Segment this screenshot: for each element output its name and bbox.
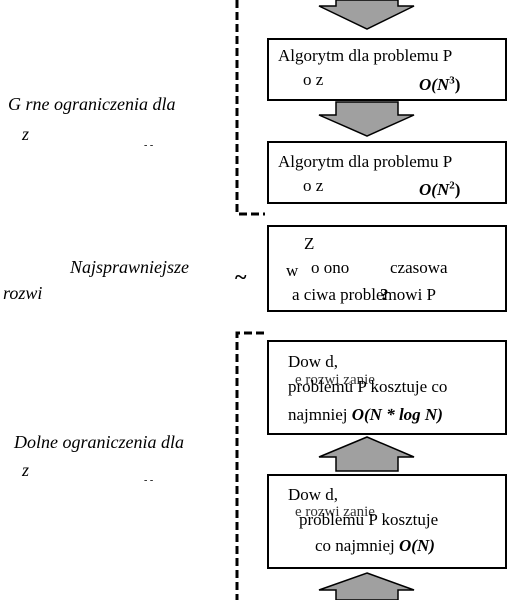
box2-title: Algorytm dla problemu P bbox=[278, 152, 453, 171]
lower-bracket bbox=[235, 331, 264, 600]
box5-overlay: e rozwi zanie bbox=[295, 504, 375, 520]
box3-question: ? bbox=[380, 285, 389, 304]
up-arrow-middle bbox=[318, 436, 415, 472]
box3-line2b: o ono bbox=[311, 258, 350, 277]
box4-line2: problemu P kosztuje co bbox=[288, 377, 448, 396]
box4-overlay: e rozwi zanie bbox=[295, 372, 375, 388]
up-arrow-bottom bbox=[318, 572, 415, 600]
tilde-symbol: ~ bbox=[235, 264, 247, 289]
box1-line2: o z bbox=[303, 70, 324, 89]
box2-complexity: O(N2) bbox=[419, 179, 461, 199]
most-efficient-label: Najsprawniejsze bbox=[70, 257, 190, 277]
lower-bounds-label: Dolne ograniczenia dla bbox=[14, 432, 184, 452]
box3-line1: Z bbox=[304, 234, 315, 253]
upper-bounds-label-line2: z bbox=[22, 124, 30, 144]
box3-line3: a ciwa problemowi P bbox=[292, 285, 436, 304]
box3-line2a: w bbox=[286, 261, 299, 280]
box1-title: Algorytm dla problemu P bbox=[278, 46, 453, 65]
down-arrow-top bbox=[318, 0, 415, 30]
upper-bounds-label: G rne ograniczenia dla bbox=[8, 94, 176, 114]
upper-bound-box-n2: Algorytm dla problemu P o z O(N2) bbox=[267, 141, 507, 204]
down-arrow-middle bbox=[318, 101, 415, 137]
box5-line2: problemu P kosztuje bbox=[299, 510, 439, 529]
box2-line2: o z bbox=[303, 176, 324, 195]
box3-line2c: czasowa bbox=[390, 258, 448, 277]
lower-bounds-label-line2: z bbox=[22, 460, 30, 480]
box4-line1: Dow d, bbox=[288, 352, 339, 371]
box4-line3: najmniej O(N * log N) bbox=[288, 405, 443, 424]
box5-line1: Dow d, bbox=[288, 485, 339, 504]
lower-bounds-marks: - - bbox=[144, 475, 154, 486]
box1-complexity: O(N3) bbox=[419, 74, 461, 94]
box5-line3: co najmniej O(N) bbox=[315, 536, 435, 555]
upper-bounds-marks: - - bbox=[144, 140, 154, 151]
inherent-complexity-box: Z w o ono czasowa a ciwa problemowi P ? bbox=[267, 225, 507, 312]
upper-bound-box-n3: Algorytm dla problemu P o z O(N3) bbox=[267, 38, 507, 101]
most-efficient-label-line2: rozwi bbox=[3, 283, 43, 303]
upper-bracket bbox=[235, 0, 265, 216]
lower-bound-box-nlogn: Dow d, e rozwi zanie problemu P kosztuje… bbox=[267, 340, 507, 435]
lower-bound-box-n: Dow d, e rozwi zanie problemu P kosztuje… bbox=[267, 474, 507, 569]
